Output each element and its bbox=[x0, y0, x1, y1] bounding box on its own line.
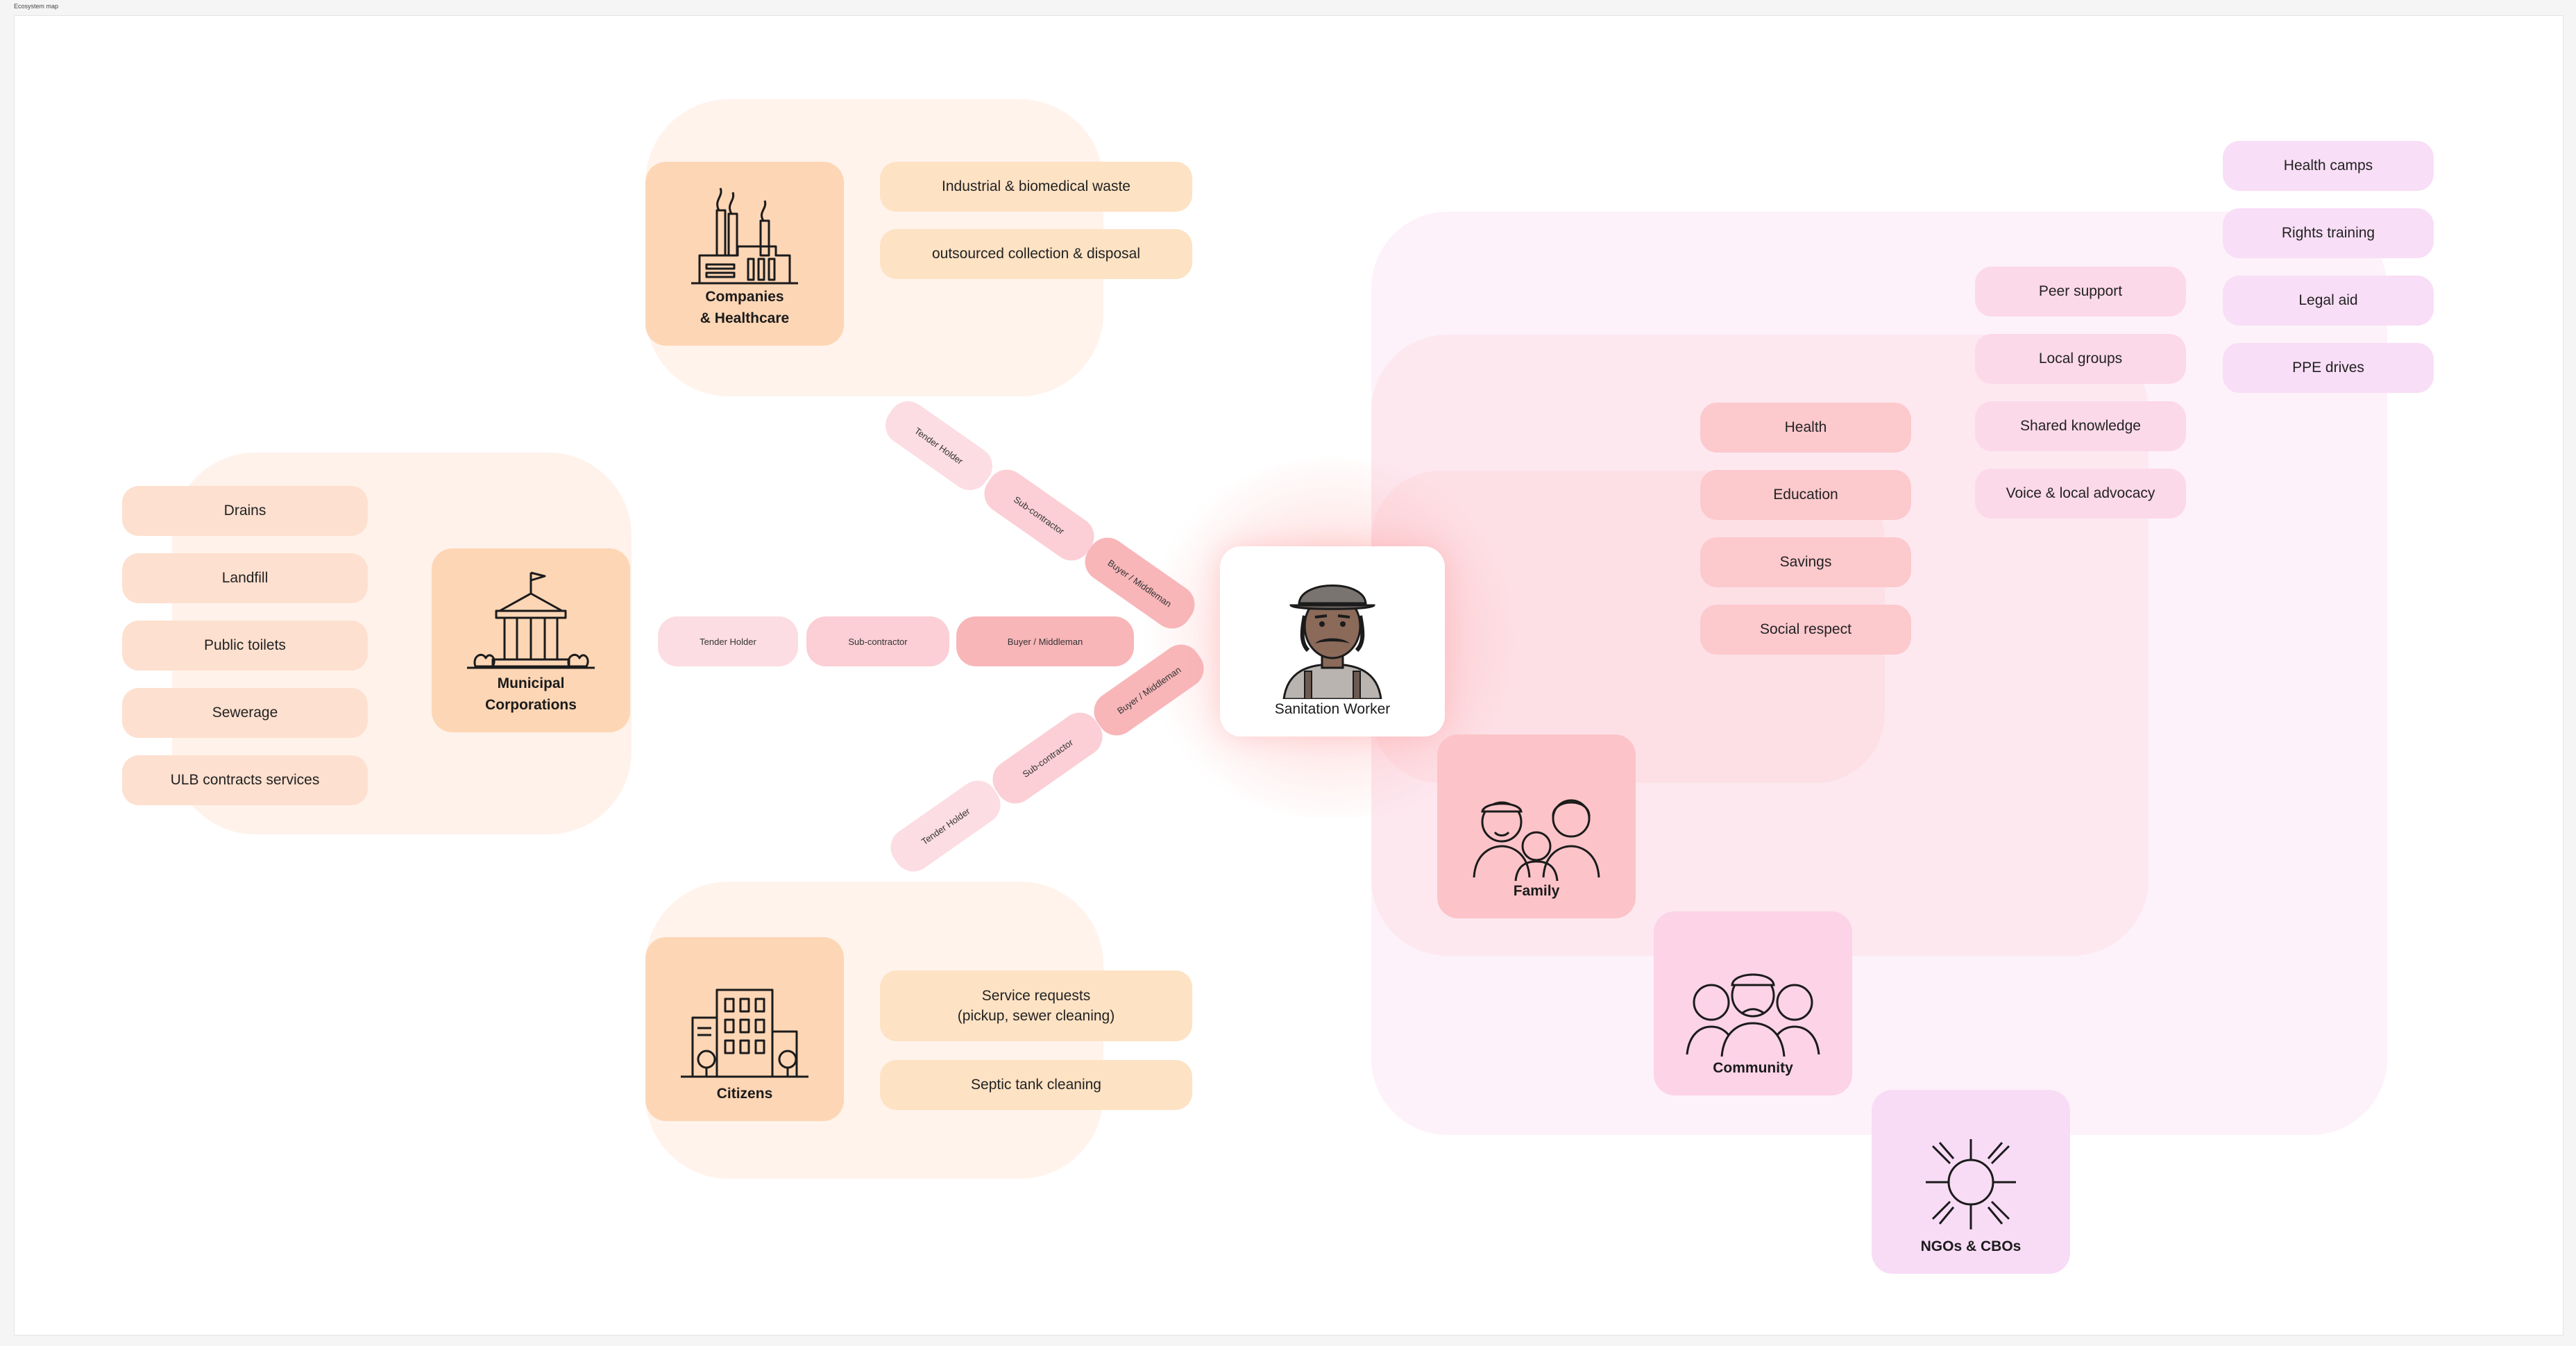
citizens-item[interactable]: Septic tank cleaning bbox=[880, 1060, 1192, 1110]
ngos-label: NGOs & CBOs bbox=[1920, 1238, 2022, 1254]
citizens-item-line1: Service requests bbox=[981, 987, 1091, 1004]
ngos-item[interactable]: Rights training bbox=[2223, 208, 2434, 258]
citizens-card[interactable]: Citizens bbox=[645, 937, 844, 1121]
municipal-item[interactable]: Sewerage bbox=[122, 688, 368, 738]
family-item[interactable]: Education bbox=[1700, 470, 1911, 520]
community-item[interactable]: Peer support bbox=[1975, 267, 2186, 317]
citizens-item[interactable]: Service requests (pickup, sewer cleaning… bbox=[880, 970, 1192, 1041]
citizens-item-line2: (pickup, sewer cleaning) bbox=[957, 1008, 1115, 1024]
apartment-building-icon bbox=[681, 989, 808, 1078]
municipal-item[interactable]: Drains bbox=[122, 486, 368, 536]
companies-card[interactable]: Companies & Healthcare bbox=[645, 162, 844, 346]
ngos-item[interactable]: Legal aid bbox=[2223, 276, 2434, 326]
sanitation-worker-label: Sanitation Worker bbox=[1274, 700, 1391, 717]
companies-item[interactable]: outsourced collection & disposal bbox=[880, 229, 1192, 279]
municipal-label-line2: Corporations bbox=[485, 696, 577, 713]
family-item[interactable]: Savings bbox=[1700, 537, 1911, 587]
family-card[interactable]: Family bbox=[1437, 734, 1636, 918]
municipal-item[interactable]: Landfill bbox=[122, 553, 368, 603]
sanitation-worker-card[interactable]: Sanitation Worker bbox=[1220, 546, 1445, 737]
joined-hands-icon bbox=[1926, 1138, 2016, 1229]
municipal-label-line1: Municipal bbox=[497, 675, 565, 692]
community-label: Community bbox=[1713, 1059, 1793, 1076]
family-item[interactable]: Social respect bbox=[1700, 605, 1911, 655]
citizens-label: Citizens bbox=[716, 1085, 773, 1102]
family-item[interactable]: Health bbox=[1700, 403, 1911, 453]
factory-icon bbox=[691, 187, 798, 285]
municipal-item[interactable]: Public toilets bbox=[122, 621, 368, 671]
family-label: Family bbox=[1513, 882, 1560, 899]
municipal-item[interactable]: ULB contracts services bbox=[122, 755, 368, 805]
sanitation-worker-portrait bbox=[1282, 584, 1382, 699]
frame-label: Ecosystem map bbox=[14, 3, 59, 10]
municipal-label: Municipal Corporations bbox=[485, 673, 577, 716]
community-item[interactable]: Voice & local advocacy bbox=[1975, 469, 2186, 519]
ngos-item[interactable]: Health camps bbox=[2223, 141, 2434, 191]
family-portrait-icon bbox=[1473, 799, 1600, 881]
government-building-icon bbox=[467, 571, 595, 669]
ngos-card[interactable]: NGOs & CBOs bbox=[1872, 1090, 2070, 1274]
community-card[interactable]: Community bbox=[1654, 911, 1852, 1095]
companies-label: Companies & Healthcare bbox=[700, 287, 789, 329]
community-item[interactable]: Local groups bbox=[1975, 334, 2186, 384]
community-portrait-icon bbox=[1686, 973, 1820, 1057]
companies-item[interactable]: Industrial & biomedical waste bbox=[880, 162, 1192, 212]
chain-buyer-middleman[interactable]: Buyer / Middleman bbox=[956, 616, 1134, 666]
companies-label-line1: Companies bbox=[705, 289, 784, 305]
chain-sub-contractor[interactable]: Sub-contractor bbox=[806, 616, 949, 666]
community-item[interactable]: Shared knowledge bbox=[1975, 401, 2186, 451]
municipal-card[interactable]: Municipal Corporations bbox=[432, 548, 630, 732]
companies-label-line2: & Healthcare bbox=[700, 310, 790, 326]
chain-tender-holder[interactable]: Tender Holder bbox=[658, 616, 798, 666]
ngos-item[interactable]: PPE drives bbox=[2223, 343, 2434, 393]
